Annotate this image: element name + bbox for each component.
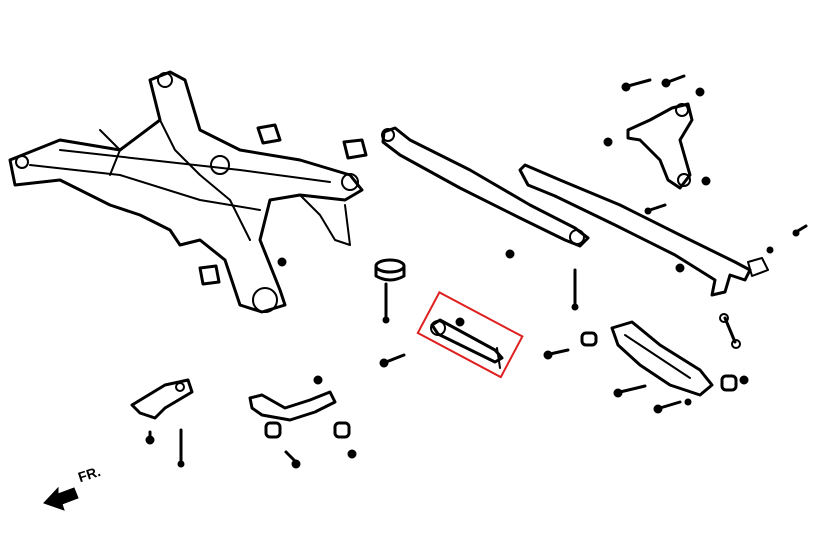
- front-direction-arrow-icon: [43, 486, 79, 511]
- bushing-small-c: [264, 421, 282, 439]
- bushing-small-b: [720, 374, 738, 392]
- upper-control-arm: [626, 102, 694, 190]
- bracket-plate: [130, 378, 194, 420]
- nut-k: [766, 246, 774, 254]
- nut-c: [603, 137, 613, 147]
- bolt-lower-long: [177, 428, 185, 468]
- lower-control-arm: [610, 320, 714, 397]
- bolt-upper-right-a: [621, 78, 652, 92]
- bolt-lower-right-a: [613, 384, 647, 398]
- bolt-lower-mid-short: [284, 450, 301, 469]
- highlight-box: [416, 290, 524, 379]
- rear-sway-bar: [518, 163, 769, 297]
- bolt-far-right: [792, 224, 808, 237]
- rear-lateral-link: [381, 126, 590, 248]
- subframe-bushing-bottom: [198, 264, 221, 286]
- bolt-lower-left-short: [145, 430, 155, 445]
- nut-f: [277, 257, 287, 267]
- nut-a: [505, 249, 515, 259]
- end-link: [719, 313, 741, 349]
- bolt-upper-right-b: [661, 74, 686, 88]
- bushing-small-a: [580, 331, 598, 347]
- bolt-mid-long: [571, 268, 579, 311]
- nut-b: [675, 263, 685, 273]
- bolt-mid-short: [543, 348, 570, 360]
- rear-subframe: [8, 70, 364, 314]
- nut-h: [684, 398, 692, 406]
- nut-i: [347, 449, 357, 459]
- nut-e: [695, 87, 705, 97]
- bushing-center: [374, 258, 406, 282]
- bushing-small-d: [333, 421, 351, 439]
- highlighted-adjustable-link: [416, 290, 524, 379]
- nut-d: [701, 176, 711, 186]
- bolt-center-long: [382, 282, 390, 324]
- nut-j: [313, 375, 323, 385]
- bolt-right-small: [644, 203, 667, 215]
- toe-control-arm: [248, 390, 337, 422]
- bolt-lower-right-b: [653, 400, 682, 414]
- nut-g: [739, 375, 749, 385]
- subframe-bushing-right: [342, 138, 368, 160]
- subframe-bushing-top: [256, 123, 282, 145]
- bolt-link-short: [379, 353, 406, 368]
